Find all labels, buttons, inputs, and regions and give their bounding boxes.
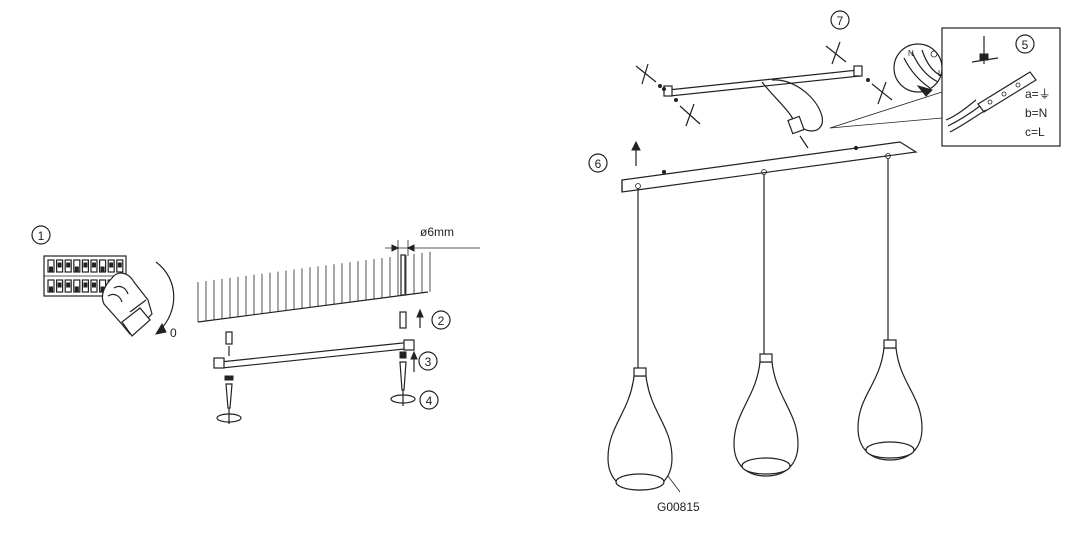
breaker-switch bbox=[47, 259, 55, 273]
screw-with-plug-icon-2 bbox=[674, 98, 701, 127]
breaker-toggle bbox=[100, 266, 105, 272]
breaker-switch bbox=[47, 279, 55, 293]
drill-hole-dimension: ø6mm bbox=[385, 225, 480, 296]
breaker-toggle bbox=[117, 262, 122, 268]
zoom-callout-lines bbox=[829, 91, 943, 129]
step-2-marker: 2 bbox=[416, 308, 451, 330]
wire-mark-l: L bbox=[938, 69, 943, 78]
svg-text:5: 5 bbox=[1022, 38, 1029, 52]
svg-text:3: 3 bbox=[425, 355, 432, 369]
supply-cable bbox=[761, 79, 823, 149]
step-3-marker: 3 bbox=[410, 350, 438, 372]
svg-text:6: 6 bbox=[595, 157, 602, 171]
step-6-pendant: 6 bbox=[588, 140, 923, 514]
off-position-label: 0 bbox=[170, 326, 177, 340]
breaker-toggle bbox=[92, 262, 96, 268]
drill-size-label: ø6mm bbox=[420, 225, 454, 239]
svg-text:7: 7 bbox=[837, 14, 844, 28]
canopy-bar bbox=[621, 141, 918, 193]
glass-shade-right bbox=[857, 339, 923, 461]
step-1-marker: 1 bbox=[31, 225, 51, 245]
breaker-toggle bbox=[49, 266, 53, 272]
svg-text:2: 2 bbox=[438, 314, 445, 328]
glass-shade-left bbox=[607, 367, 673, 491]
breaker-switch bbox=[98, 259, 107, 273]
breaker-toggle bbox=[57, 282, 62, 288]
step-7-marker: 7 bbox=[830, 10, 850, 30]
step-6-marker: 6 bbox=[588, 153, 608, 173]
model-code-label: G00815 bbox=[657, 500, 700, 514]
legend-live: c=L bbox=[1025, 125, 1045, 139]
screw-with-plug-icon-1 bbox=[635, 63, 666, 91]
glass-shade-middle bbox=[733, 353, 799, 477]
screw-with-plug-icon-4 bbox=[866, 78, 893, 105]
terminal-block-icon bbox=[977, 71, 1037, 113]
breaker-toggle bbox=[66, 262, 71, 268]
breaker-toggle bbox=[92, 282, 96, 288]
svg-text:1: 1 bbox=[38, 229, 45, 243]
breaker-toggle bbox=[49, 286, 53, 292]
breaker-toggle bbox=[83, 262, 88, 268]
wire-detail-callout: N L bbox=[893, 43, 943, 97]
model-code-leader bbox=[667, 475, 681, 493]
hand-icon bbox=[101, 272, 153, 337]
breaker-toggle bbox=[74, 286, 79, 292]
suspension-cables bbox=[637, 158, 889, 372]
step-1-fuse-box: 1 0 bbox=[31, 225, 177, 340]
legend-neutral: b=N bbox=[1025, 106, 1047, 120]
breaker-toggle bbox=[109, 262, 114, 268]
step-5-marker: 5 bbox=[1015, 34, 1035, 54]
screw-with-plug-icon-3 bbox=[825, 41, 847, 65]
ceiling-surface bbox=[197, 251, 431, 323]
canopy-rail bbox=[663, 65, 863, 97]
cable-ends bbox=[945, 99, 987, 133]
breaker-toggle bbox=[57, 262, 62, 268]
right-screw-and-plug bbox=[390, 311, 416, 406]
breaker-switch bbox=[73, 259, 81, 273]
left-screw-and-plug bbox=[216, 331, 242, 424]
svg-text:4: 4 bbox=[426, 394, 433, 408]
step-5-wiring-box: 5 a=⏚ b=N c=L bbox=[941, 27, 1061, 147]
ceiling-mounting: ø6mm 2 3 4 bbox=[197, 225, 480, 424]
step-7-ceiling-plate: 7 bbox=[635, 10, 943, 149]
breaker-toggle bbox=[74, 266, 79, 272]
rotate-off-arrow-icon bbox=[154, 261, 175, 335]
breaker-toggle bbox=[66, 282, 71, 288]
legend-earth: a=⏚ bbox=[1025, 87, 1051, 101]
up-arrow-icon bbox=[631, 140, 641, 166]
breaker-switch bbox=[73, 279, 81, 293]
mounting-rail bbox=[213, 339, 415, 369]
wire-mark-n: N bbox=[908, 49, 914, 58]
step-4-marker: 4 bbox=[419, 390, 439, 410]
ceiling-screw-detail bbox=[971, 36, 999, 64]
breaker-toggle bbox=[83, 282, 88, 288]
